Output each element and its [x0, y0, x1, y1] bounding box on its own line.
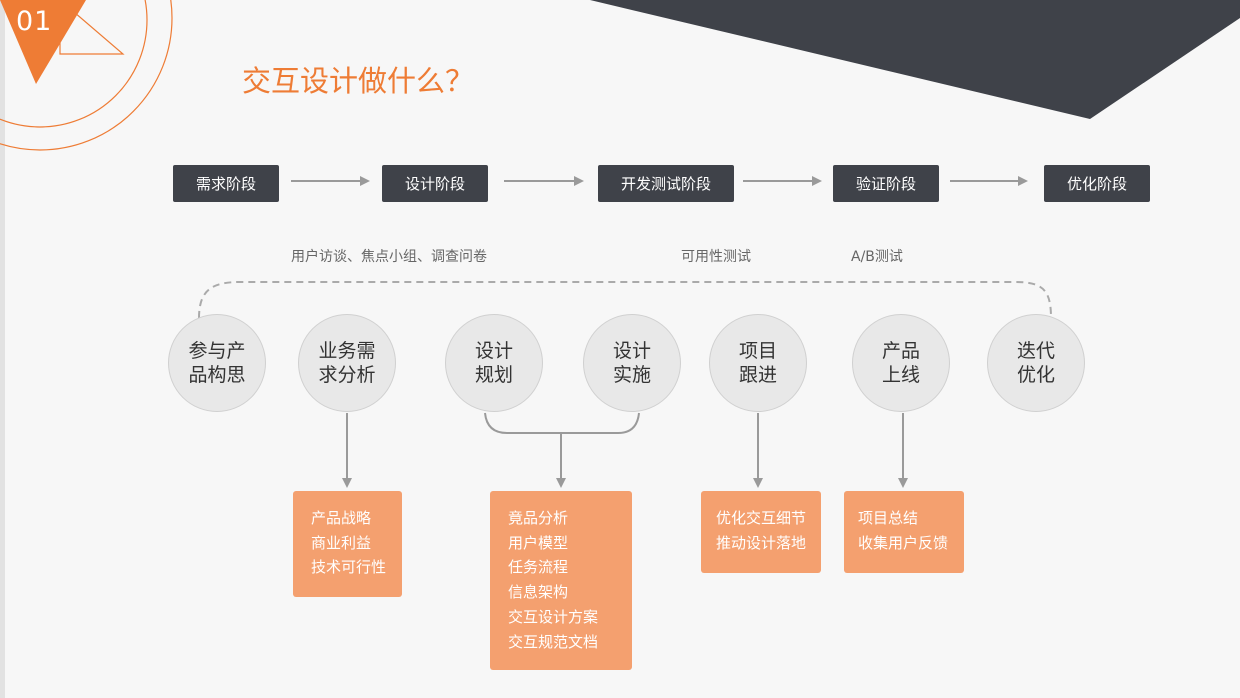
- stage-requirements: 需求阶段: [173, 165, 279, 202]
- step-label-line1: 业务需: [318, 340, 376, 362]
- output-item: 商业利益: [311, 533, 372, 552]
- stage-arrowhead-2: [574, 176, 584, 186]
- output-box-strategy: 产品战略 商业利益 技术可行性: [293, 491, 402, 597]
- slide-number: 01: [16, 6, 53, 37]
- output-item: 技术可行性: [311, 558, 387, 577]
- output-item: 竟品分析: [508, 509, 569, 527]
- down-arrowhead-4: [898, 478, 908, 488]
- step-label-line1: 设计: [474, 340, 513, 362]
- output-item: 信息架构: [508, 583, 569, 602]
- method-research: 用户访谈、焦点小组、调查问卷: [291, 249, 487, 265]
- step-label-line1: 设计: [612, 340, 651, 362]
- output-box-design: 竟品分析 用户模型 任务流程 信息架构 交互设计方案 交互规范文档: [490, 491, 632, 670]
- stage-arrowhead-4: [1018, 176, 1028, 186]
- step-label-line2: 实施: [612, 364, 651, 386]
- step-label-line2: 规划: [474, 364, 513, 386]
- step-label-line1: 产品: [881, 340, 920, 362]
- output-item: 任务流程: [508, 558, 569, 577]
- number-triangle: [0, 0, 86, 84]
- output-item: 产品战略: [311, 509, 372, 527]
- design-bracket: [484, 412, 640, 434]
- step-iteration: 迭代优化: [987, 314, 1085, 412]
- output-item: 项目总结: [858, 509, 919, 527]
- stage-arrowhead-3: [812, 176, 822, 186]
- step-label-line2: 跟进: [738, 364, 777, 386]
- stage-validation: 验证阶段: [833, 165, 939, 202]
- down-arrowhead-2: [556, 478, 566, 488]
- output-item: 用户模型: [508, 533, 569, 552]
- step-design-implementation: 设计实施: [583, 314, 681, 412]
- step-label-line1: 项目: [738, 340, 777, 362]
- step-label-line2: 求分析: [318, 364, 376, 386]
- output-box-followup: 优化交互细节 推动设计落地: [701, 491, 821, 573]
- output-item: 推动设计落地: [716, 533, 807, 552]
- output-item: 交互设计方案: [508, 607, 599, 626]
- step-design-planning: 设计规划: [445, 314, 543, 412]
- step-business-analysis: 业务需求分析: [298, 314, 396, 412]
- iteration-loop-dashed: [198, 281, 1052, 319]
- left-edge-bar: [0, 0, 5, 698]
- stage-arrows: [291, 176, 1028, 186]
- deco-ring-inner: [0, 0, 173, 151]
- output-item: 优化交互细节: [716, 509, 807, 527]
- dark-corner-shape: [590, 0, 1240, 119]
- method-ab-test: A/B测试: [851, 249, 903, 265]
- slide-title: 交互设计做什么？: [242, 64, 475, 98]
- step-product-concept: 参与产品构思: [168, 314, 266, 412]
- stage-arrowhead-1: [360, 176, 370, 186]
- output-item: 交互规范文档: [508, 632, 599, 651]
- step-project-followup: 项目跟进: [709, 314, 807, 412]
- down-arrowhead-1: [342, 478, 352, 488]
- stage-dev-test: 开发测试阶段: [598, 165, 734, 202]
- output-arrows: [342, 413, 908, 488]
- step-label-line2: 上线: [881, 364, 920, 386]
- step-label-line1: 迭代: [1016, 340, 1055, 362]
- stage-optimization: 优化阶段: [1044, 165, 1150, 202]
- output-item: 收集用户反馈: [858, 533, 949, 552]
- step-product-launch: 产品上线: [852, 314, 950, 412]
- step-label-line2: 品构思: [188, 364, 246, 386]
- stage-design: 设计阶段: [382, 165, 488, 202]
- method-usability: 可用性测试: [681, 249, 751, 265]
- step-label-line1: 参与产: [188, 340, 246, 362]
- down-arrowhead-3: [753, 478, 763, 488]
- step-label-line2: 优化: [1016, 364, 1055, 386]
- deco-ring-outer: [0, 0, 148, 128]
- output-box-launch: 项目总结 收集用户反馈: [844, 491, 964, 573]
